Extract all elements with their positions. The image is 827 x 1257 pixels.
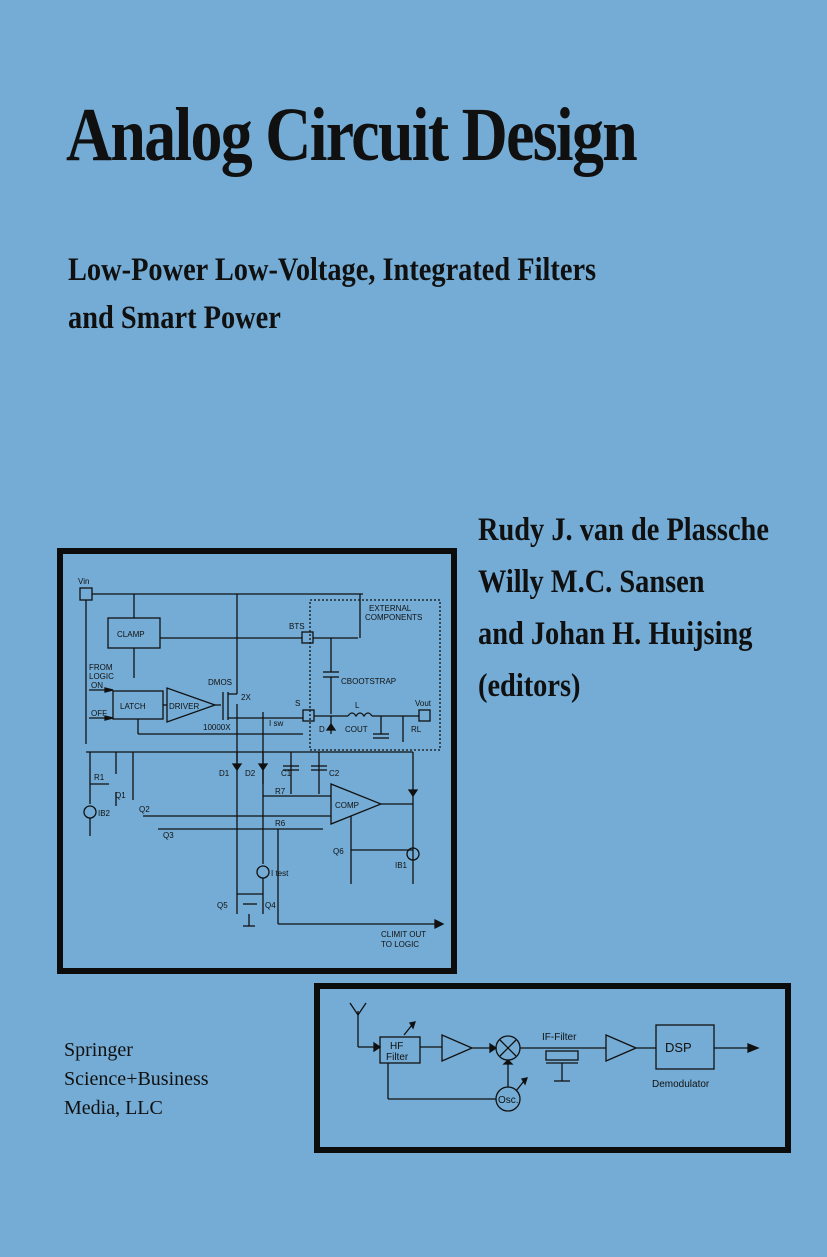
label-vout: Vout [415,699,432,708]
label-itest: I test [271,869,289,878]
label-off: OFF [91,709,107,718]
label-ratio: 10000X [203,723,231,732]
label-if-filter: IF-Filter [542,1032,577,1043]
label-q3: Q3 [163,831,174,840]
receiver-block-diagram: HF Filter IF-Filter Osc. DSP Demodulator [314,983,791,1153]
label-on: ON [91,681,103,690]
label-r1: R1 [94,773,105,782]
label-from-logic-2: LOGIC [89,672,114,681]
label-vin: Vin [78,577,89,586]
label-d: D [319,725,325,734]
label-d1: D1 [219,769,230,778]
editors-note: (editors) [478,668,581,704]
schematic-drawing: Vin CLAMP FROM LOGIC ON OFF LATCH DRIVER… [78,577,445,949]
subtitle-line: and Smart Power [68,300,281,336]
label-q5: Q5 [217,901,228,910]
label-clamp: CLAMP [117,630,145,639]
editors-block: Rudy J. van de Plassche Willy M.C. Sanse… [478,504,769,712]
subtitle-line: Low-Power Low-Voltage, Integrated Filter… [68,252,597,288]
publisher-line: Springer [64,1039,133,1061]
label-r6: R6 [275,819,286,828]
label-q6: Q6 [333,847,344,856]
book-title: Analog Circuit Design [66,93,638,177]
label-components: COMPONENTS [365,613,422,622]
label-latch: LATCH [120,702,146,711]
editor-name: Willy M.C. Sansen [478,564,705,600]
label-hf: HF [390,1041,403,1052]
editor-name: and Johan H. Huijsing [478,616,753,652]
label-r7: R7 [275,787,286,796]
label-bts: BTS [289,622,305,631]
label-dmos: DMOS [208,678,232,687]
label-c2: C2 [329,769,340,778]
label-c1: C1 [281,769,292,778]
editor-name: Rudy J. van de Plassche [478,512,769,548]
label-s: S [295,699,300,708]
label-ib1: IB1 [395,861,408,870]
label-hf-filter: Filter [386,1052,409,1063]
label-demodulator: Demodulator [652,1079,710,1090]
label-2x: 2X [241,693,251,702]
label-rl: RL [411,725,422,734]
label-q1: Q1 [115,791,126,800]
label-cout: COUT [345,725,368,734]
label-climit: CLIMIT OUT [381,930,426,939]
label-from-logic: FROM [89,663,113,672]
label-d2: D2 [245,769,256,778]
block-diagram-drawing: HF Filter IF-Filter Osc. DSP Demodulator [349,1002,760,1112]
label-dsp: DSP [665,1040,692,1055]
book-subtitle: Low-Power Low-Voltage, Integrated Filter… [68,246,596,342]
label-q2: Q2 [139,805,150,814]
label-comp: COMP [335,801,359,810]
label-ib2: IB2 [98,809,111,818]
publisher-line: Media, LLC [64,1097,163,1119]
publisher-line: Science+Business [64,1068,209,1090]
label-external: EXTERNAL [369,604,412,613]
publisher-block: Springer Science+Business Media, LLC [64,1036,209,1123]
label-cboot: CBOOTSTRAP [341,677,396,686]
label-to-logic: TO LOGIC [381,940,419,949]
smart-power-schematic: Vin CLAMP FROM LOGIC ON OFF LATCH DRIVER… [57,548,457,974]
label-isw: I sw [269,719,283,728]
label-q4: Q4 [265,901,276,910]
label-osc: Osc. [498,1095,519,1106]
label-driver: DRIVER [169,702,199,711]
label-l: L [355,701,360,710]
